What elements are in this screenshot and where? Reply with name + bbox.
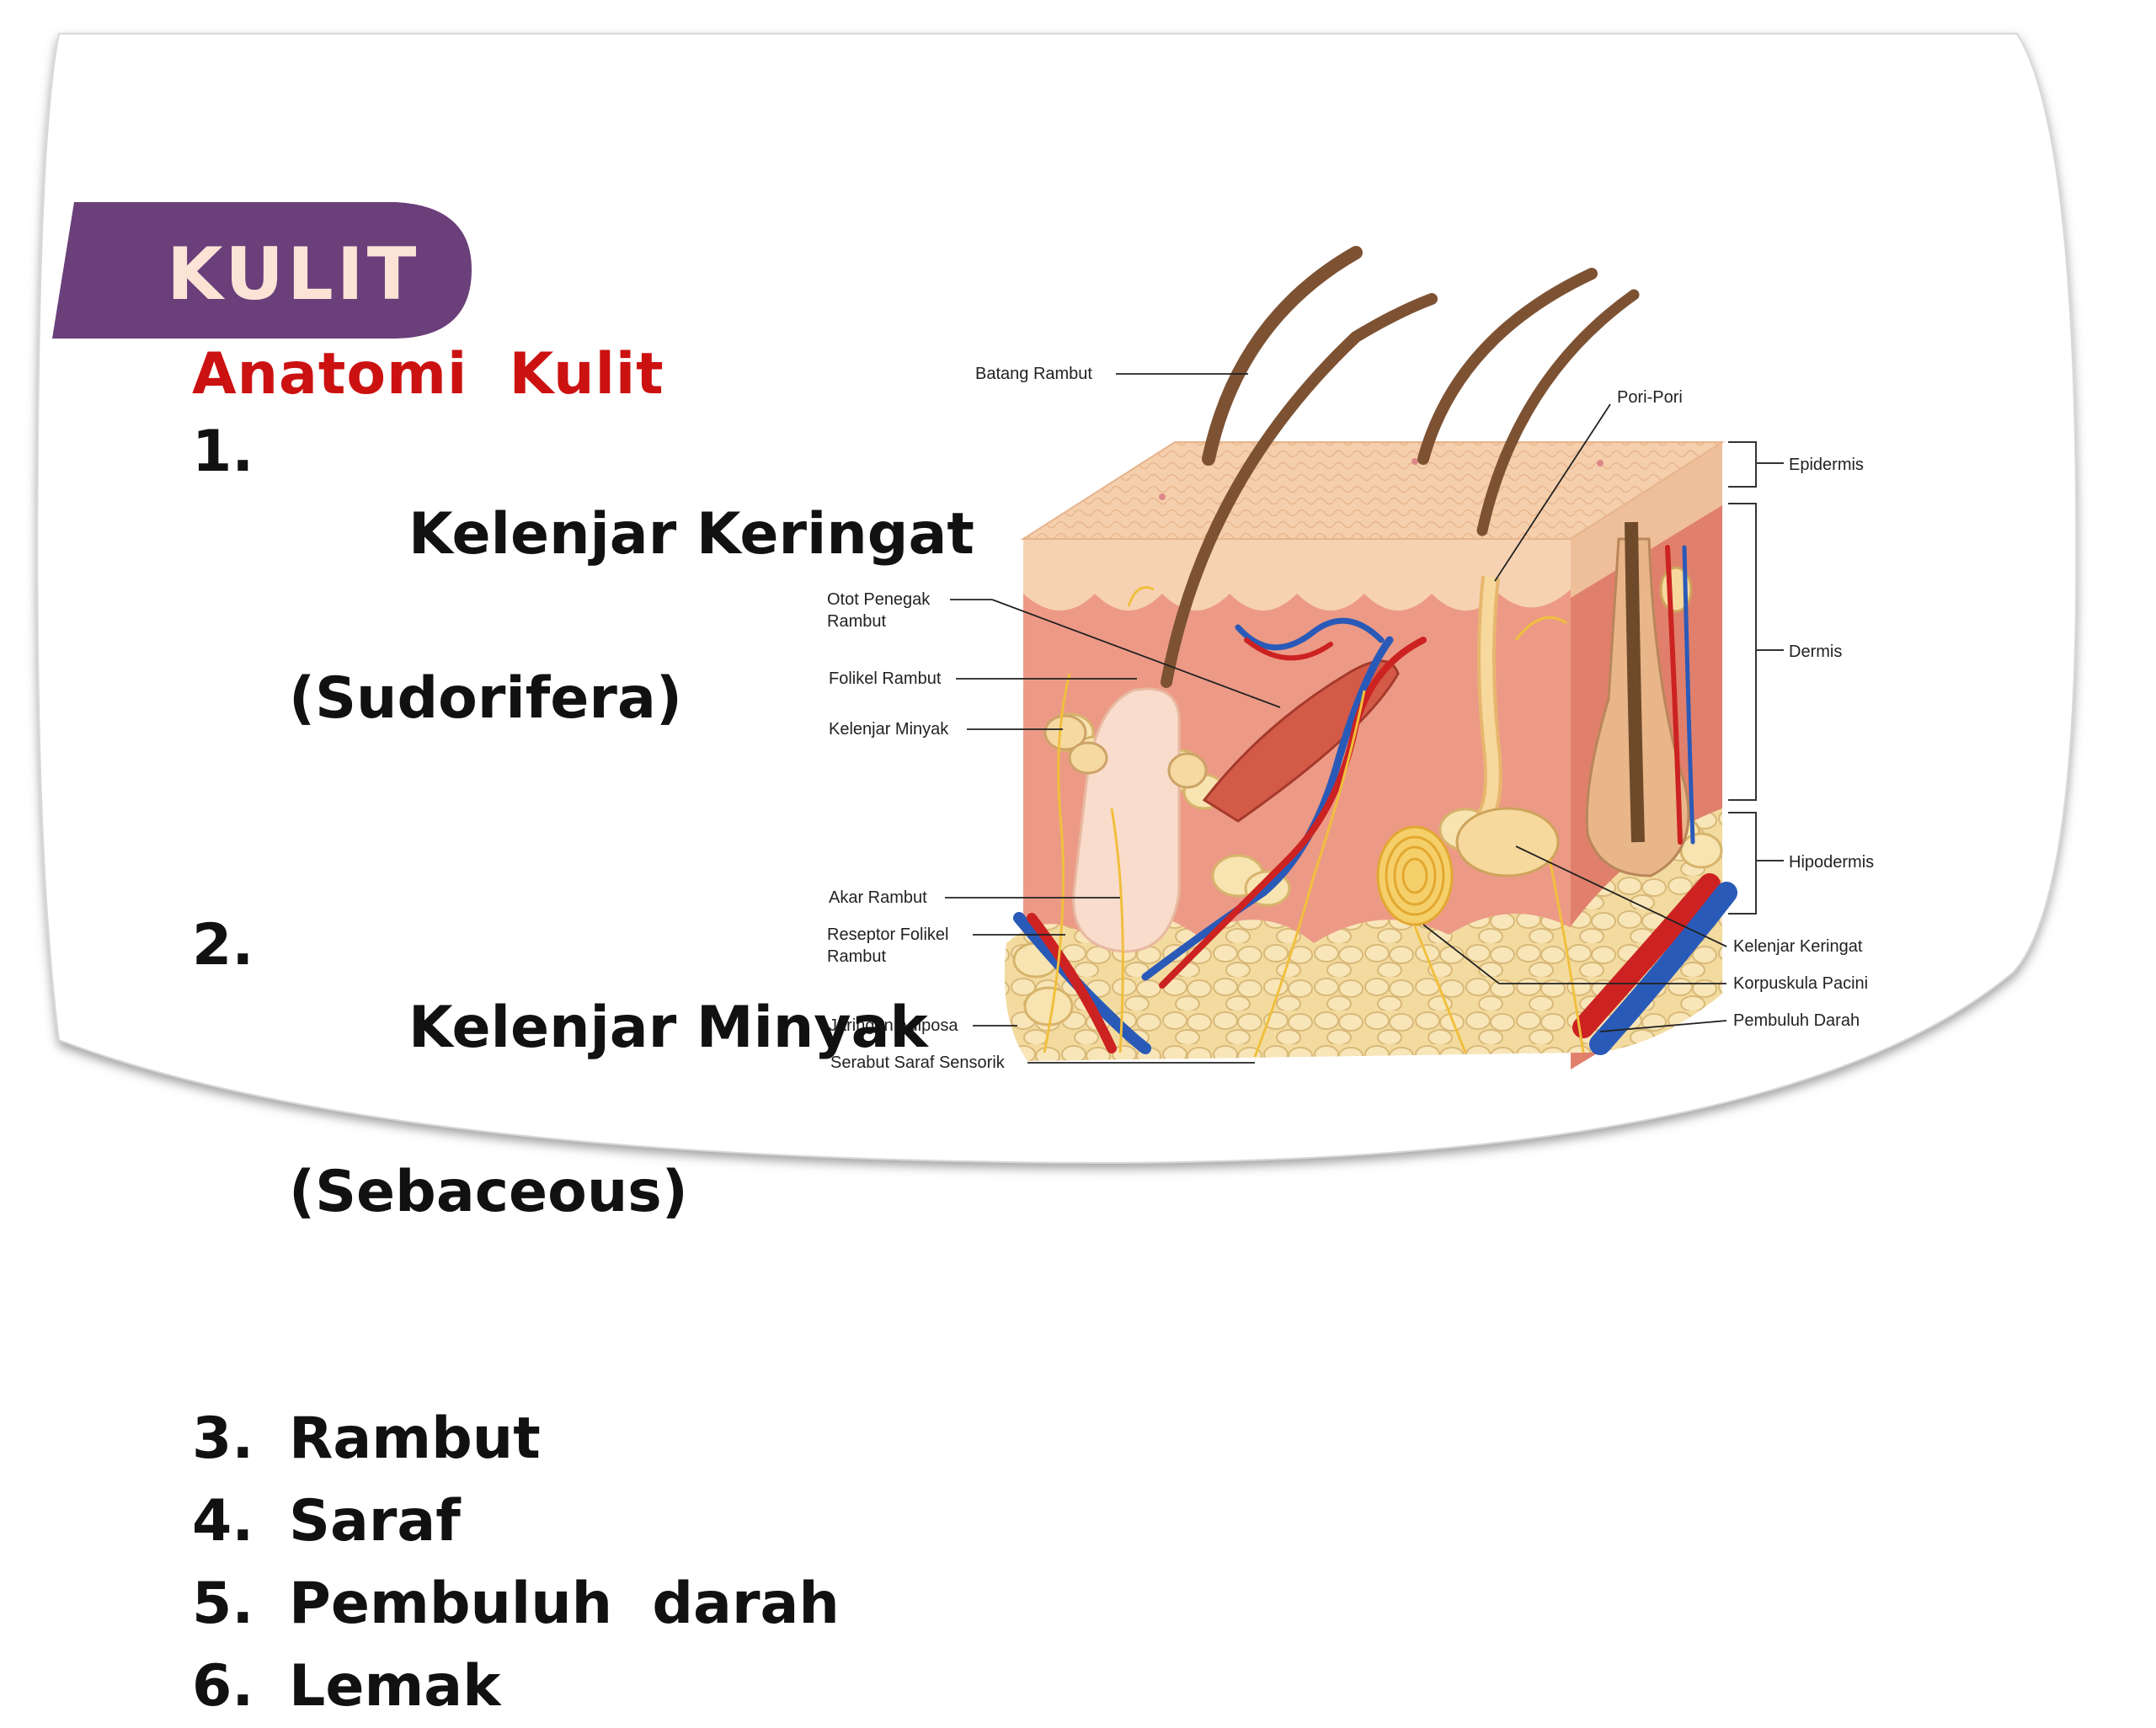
title-banner: KULIT — [52, 202, 472, 339]
list-number: 3. — [192, 1405, 254, 1472]
label-folikel-rambut: Folikel Rambut — [829, 669, 942, 688]
list-number: 6. — [192, 1653, 254, 1720]
list-text: Rambut — [289, 1405, 541, 1472]
list-text: Lemak — [289, 1653, 501, 1720]
skin-diagram: Batang Rambut Otot Penegak Rambut Folike… — [827, 246, 1874, 1072]
label-batang-rambut: Batang Rambut — [975, 365, 1092, 383]
epidermis-front — [1023, 539, 1571, 611]
label-reseptor-2: Rambut — [827, 947, 886, 966]
label-kelenjar-keringat: Kelenjar Keringat — [1733, 937, 1863, 956]
list-number: 5. — [192, 1571, 254, 1637]
nerve-fibers — [1043, 586, 1585, 1058]
label-jaringan-adiposa: Jaringan Adiposa — [829, 1016, 958, 1035]
layer-brackets — [1728, 441, 1784, 915]
list-item: 6. Lemak — [192, 1645, 832, 1728]
subtitle: Anatomi Kulit — [192, 341, 664, 408]
list-text-main: Kelenjar Minyak — [408, 995, 928, 1061]
label-akar-rambut: Akar Rambut — [829, 888, 927, 907]
slide-canvas: KULIT — [36, 33, 2078, 1164]
arrector-pili-muscle — [1202, 659, 1400, 823]
list-item: 4. Saraf — [192, 1480, 832, 1563]
adipose-layer — [1004, 842, 1722, 1061]
label-korpuskula-pacini: Korpuskula Pacini — [1733, 974, 1868, 993]
list-text-sub: (Sebaceous) — [289, 1159, 688, 1225]
list-text-main: Kelenjar Keringat — [408, 501, 974, 568]
list-text: Pembuluh darah — [289, 1571, 840, 1637]
list-number: 4. — [192, 1488, 254, 1555]
content-text: Anatomi Kulit 1. Kelenjar Keringat (Sudo… — [192, 339, 974, 1728]
blood-vessels — [1013, 545, 1737, 1055]
label-hipodermis: Hipodermis — [1789, 853, 1874, 872]
list-item: 1. Kelenjar Keringat (Sudorifera) — [192, 411, 974, 904]
label-otot-penegak-2: Rambut — [827, 612, 886, 631]
list-number: 1. — [192, 419, 254, 485]
label-otot-penegak-1: Otot Penegak — [827, 590, 931, 609]
leader-lines — [945, 373, 1727, 1064]
pacinian-corpuscle — [1376, 825, 1454, 926]
list-text: Kelenjar Keringat (Sudorifera) — [289, 411, 974, 904]
sebaceous-glands — [1043, 714, 1208, 789]
label-pembuluh-darah: Pembuluh Darah — [1733, 1011, 1860, 1030]
list-text-sub: (Sudorifera) — [289, 665, 682, 732]
list-text: Kelenjar Minyak (Sebaceous) — [289, 904, 928, 1398]
hair-shafts — [1161, 246, 1640, 688]
list-text: Saraf — [289, 1488, 461, 1555]
list-item: 5. Pembuluh darah — [192, 1563, 840, 1645]
title-heading: KULIT — [167, 232, 419, 317]
label-reseptor-1: Reseptor Folikel — [827, 925, 949, 944]
skin-surface-top — [1020, 441, 1726, 540]
label-pori-pori: Pori-Pori — [1617, 388, 1683, 407]
list-number: 2. — [192, 912, 254, 979]
label-serabut-saraf: Serabut Saraf Sensorik — [830, 1053, 1006, 1072]
label-dermis: Dermis — [1789, 643, 1842, 661]
sweat-gland — [1455, 566, 1693, 877]
list-item: 3. Rambut — [192, 1398, 832, 1480]
label-epidermis: Epidermis — [1789, 456, 1864, 474]
label-kelenjar-minyak: Kelenjar Minyak — [829, 720, 949, 739]
list-item: 2. Kelenjar Minyak (Sebaceous) — [192, 904, 928, 1398]
